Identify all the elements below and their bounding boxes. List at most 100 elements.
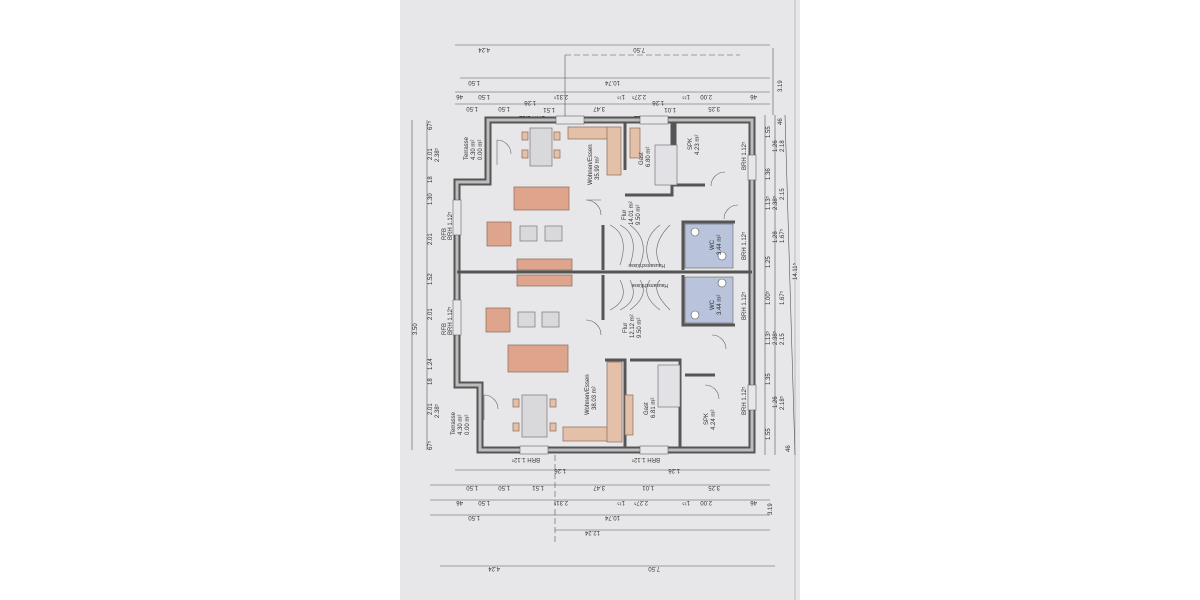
dim-label: 1.67⁵ [779,290,786,305]
dim-label: 2.01 [428,403,434,415]
upper-unit-labels: Terrasse 4.30 m² 0.00 m² Wohnen/Essen 35… [464,135,723,268]
dim-label: 1¹⁵ [617,499,625,506]
dining-table [529,127,553,167]
right-dimensions: 46 1.55 1.26 2.18 1.36 2.15 1.13⁵ 2.38⁵ … [741,114,799,456]
dim-label: 2.01 [428,233,434,245]
dim-label: 1.24 [428,358,434,370]
dim-label: 1.26 [773,140,779,152]
room-area: 6.80 m² [646,147,652,167]
dim-label: 1.01 [664,106,676,112]
dim-label: 1.26 [652,99,664,105]
dim-label: 2.31⁵ [553,499,568,506]
room-area: 9.50 m² [636,205,642,225]
dim-label: 7.50 [648,565,660,571]
dim-label: 1.13⁵ [765,195,772,210]
room-area: 0.00 m² [478,140,484,160]
room-area: 4.30 m² [471,140,477,160]
dim-label: 3.47 [593,484,605,490]
room-name: SPK [688,138,694,150]
room-area: 12.12 m² [630,314,636,338]
dim-label: 2.38⁵ [772,330,779,345]
kitchen-counter [606,126,622,176]
dim-label: 18 [428,176,434,183]
dim-label: 1.01 [642,484,654,490]
dim-label: 2.27⁵ [633,499,648,506]
dim-label: 1¹⁵ [682,499,690,506]
dim-label: 1¹⁵ [617,93,625,100]
dim-label: 1.50 [478,499,490,505]
dim-label: 4.24 [478,46,490,52]
room-area: 3.44 m² [717,235,723,255]
window-label-rfb: RFB [442,323,448,335]
dim-label: 1.51 [532,484,544,490]
sofa [513,186,570,211]
dim-label: 1.26 [773,396,779,408]
dim-label: 1.52 [428,273,434,285]
dim-label: 2.38⁵ [772,195,779,210]
sink [690,227,700,237]
dim-label: 2.27⁵ [631,93,646,100]
dim-label: 1.50 [498,105,510,111]
dim-label: 7.50 [633,46,645,52]
dim-label: 67⁵ [427,120,434,130]
dim-label: 10.74 [604,79,620,85]
dim-label: 1.67⁵ [779,228,786,243]
bed [654,144,678,186]
dim-label: 12.24 [584,529,600,535]
dim-label: 1.50 [468,514,480,520]
dim-label: 1.00⁵ [765,290,772,305]
room-area: 14.01 m² [629,201,635,225]
dim-label: 1.50 [466,105,478,111]
dim-label: 46 [786,445,792,452]
room-name: Gast [644,402,650,415]
side-table [544,225,563,242]
window-label-brh: BRH 1.12⁵ [447,211,454,240]
dim-label: 2.01 [428,308,434,320]
dim-label: 2.31⁵ [553,93,568,100]
dining-table [521,394,548,438]
kitchen-counter [567,126,609,140]
upper-unit-furniture [486,126,739,271]
dim-label: 3.25 [708,484,720,490]
room-name: Flur [623,323,629,333]
dim-label: 46 [750,499,757,505]
dim-label: 1.30 [428,193,434,205]
room-name: Gast [639,152,645,165]
room-area: 38.03 m² [592,386,598,410]
dim-label: 1.51 [543,106,555,112]
window-label-brh: BRH 1.12⁵ [511,456,540,463]
room-area: 35.99 m² [595,156,601,180]
dim-label: 2.18⁵ [779,395,786,410]
dim-label: 3.50 [413,323,419,335]
dim-label: 1.50 [466,484,478,490]
dim-label: 1.26 [668,467,680,473]
side-table [517,311,536,328]
dim-label: 46 [750,93,757,99]
dim-label: 1.55 [766,126,772,138]
sink [690,310,700,320]
room-area: 4.24 m² [711,410,717,430]
window-label-brh: BRH 1.12⁵ [741,231,748,260]
toilet [717,278,727,288]
sideboard [516,258,573,271]
window-label-brh: BRH 1.12⁵ [741,141,748,170]
dim-label: 2.00 [700,93,712,99]
sofa [507,344,569,373]
sideboard [516,274,573,287]
dim-label: 10.74 [604,514,620,520]
dim-label: 3.19 [778,80,784,92]
room-name: WC [710,239,716,250]
dim-label: 3.25 [708,105,720,111]
room-area: 4.23 m² [695,135,701,155]
room-name: Flur [622,210,628,220]
dim-label: 3.47 [593,105,605,111]
staircase [609,279,671,311]
utility-label: Hausanschlüsse [628,262,665,268]
dim-label: 3.19 [768,503,774,515]
room-name: Terrasse [464,136,470,160]
window-label-brh: BRH 1.12⁵ [631,456,660,463]
dim-label: 2.01 [428,148,434,160]
dim-label: 2.15 [780,188,786,200]
dim-label: 1.55 [766,428,772,440]
